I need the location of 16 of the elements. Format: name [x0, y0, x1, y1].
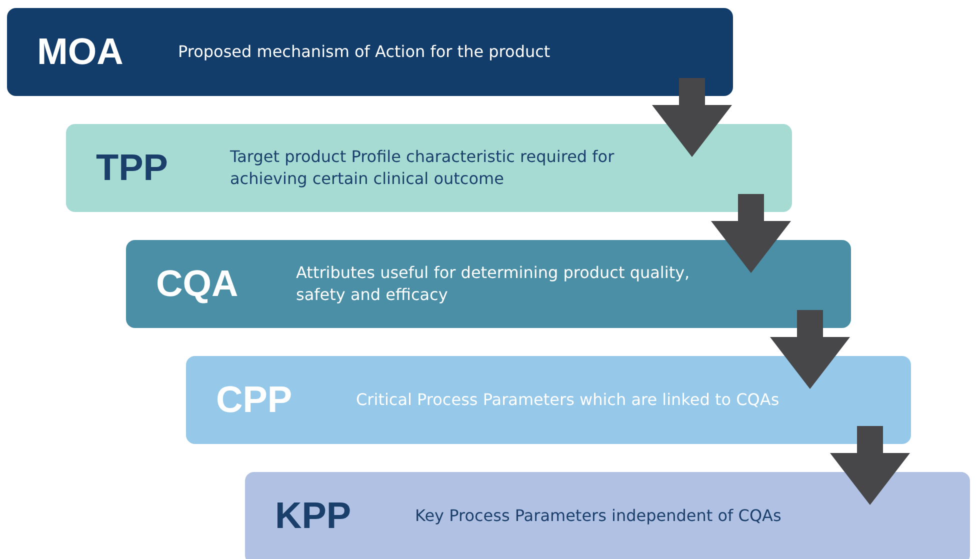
step-acronym: CQA	[156, 264, 238, 304]
step-description: Target product Profile characteristic required for achieving certain clinical outcome	[230, 146, 616, 190]
step-box	[186, 356, 911, 444]
step-description: Critical Process Parameters which are linked to CQAs	[356, 389, 780, 411]
step-box	[245, 472, 970, 559]
step-box	[7, 8, 733, 96]
step-box	[126, 240, 851, 328]
down-arrow	[652, 78, 732, 157]
step-description: Attributes useful for determining product quality, safety and efficacy	[296, 262, 691, 306]
step-acronym: KPP	[275, 496, 352, 536]
step-box	[66, 124, 792, 212]
step-acronym: TPP	[96, 148, 168, 188]
step-acronym: CPP	[216, 380, 292, 420]
step-description: Key Process Parameters independent of CQAs	[415, 505, 782, 527]
step-description: Proposed mechanism of Action for the product	[178, 41, 552, 63]
step-acronym: MOA	[37, 32, 124, 72]
